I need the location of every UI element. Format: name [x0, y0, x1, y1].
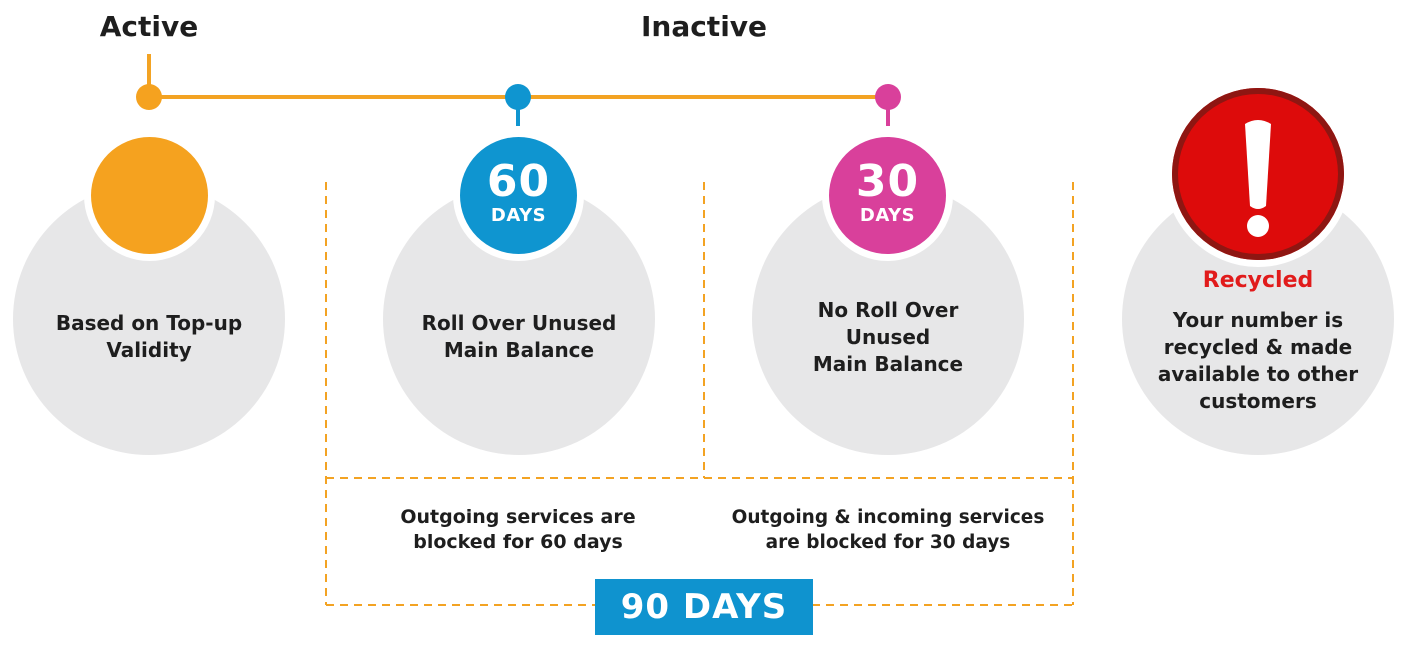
badge-number: 60 — [486, 156, 551, 207]
stage-line: Main Balance — [443, 338, 595, 362]
inactive-label: Inactive — [640, 10, 768, 43]
stage-line: Your number is — [1172, 308, 1344, 332]
badge-number: 30 — [855, 156, 920, 207]
stage-text-60: Roll Over Unused Main Balance — [393, 310, 645, 364]
stage-text-30: No Roll Over Unused Main Balance — [762, 297, 1014, 378]
stage-line: Validity — [106, 338, 192, 362]
dashed-bracket — [325, 182, 1074, 606]
note-line: Outgoing & incoming services — [731, 507, 1045, 528]
exclamation-icon — [1245, 120, 1271, 237]
stage-line: Based on Top-up — [55, 311, 243, 335]
stage-text-recycled: Your number is recycled & made available… — [1132, 307, 1384, 415]
badge-60-days: 60 DAYS — [460, 137, 577, 254]
badge-30-days: 30 DAYS — [829, 137, 946, 254]
stage-text-active: Based on Top-up Validity — [23, 310, 275, 364]
timeline-node-active — [136, 84, 162, 110]
note-line: blocked for 60 days — [413, 531, 623, 553]
stage-line: available to other — [1157, 362, 1359, 386]
active-badge — [91, 137, 208, 254]
note-outgoing-60: Outgoing services are blocked for 60 day… — [348, 505, 688, 555]
alert-badge — [1172, 88, 1344, 260]
total-days-box: 90 DAYS — [595, 579, 813, 635]
stage-line: No Roll Over — [817, 298, 959, 322]
stage-line: customers — [1199, 389, 1317, 413]
timeline-node-30 — [875, 84, 901, 110]
recycled-title: Recycled — [1202, 268, 1314, 293]
stage-line: recycled & made — [1163, 335, 1353, 359]
note-incoming-30: Outgoing & incoming services are blocked… — [712, 505, 1064, 555]
timeline-node-60 — [505, 84, 531, 110]
badge-unit: DAYS — [859, 205, 916, 226]
active-label: Active — [99, 10, 199, 43]
stage-line: Roll Over Unused — [421, 311, 617, 335]
stage-line: Unused — [845, 325, 931, 349]
note-line: Outgoing services are — [400, 506, 636, 528]
note-line: are blocked for 30 days — [765, 532, 1011, 553]
badge-unit: DAYS — [490, 205, 547, 226]
stage-line: Main Balance — [812, 352, 964, 376]
